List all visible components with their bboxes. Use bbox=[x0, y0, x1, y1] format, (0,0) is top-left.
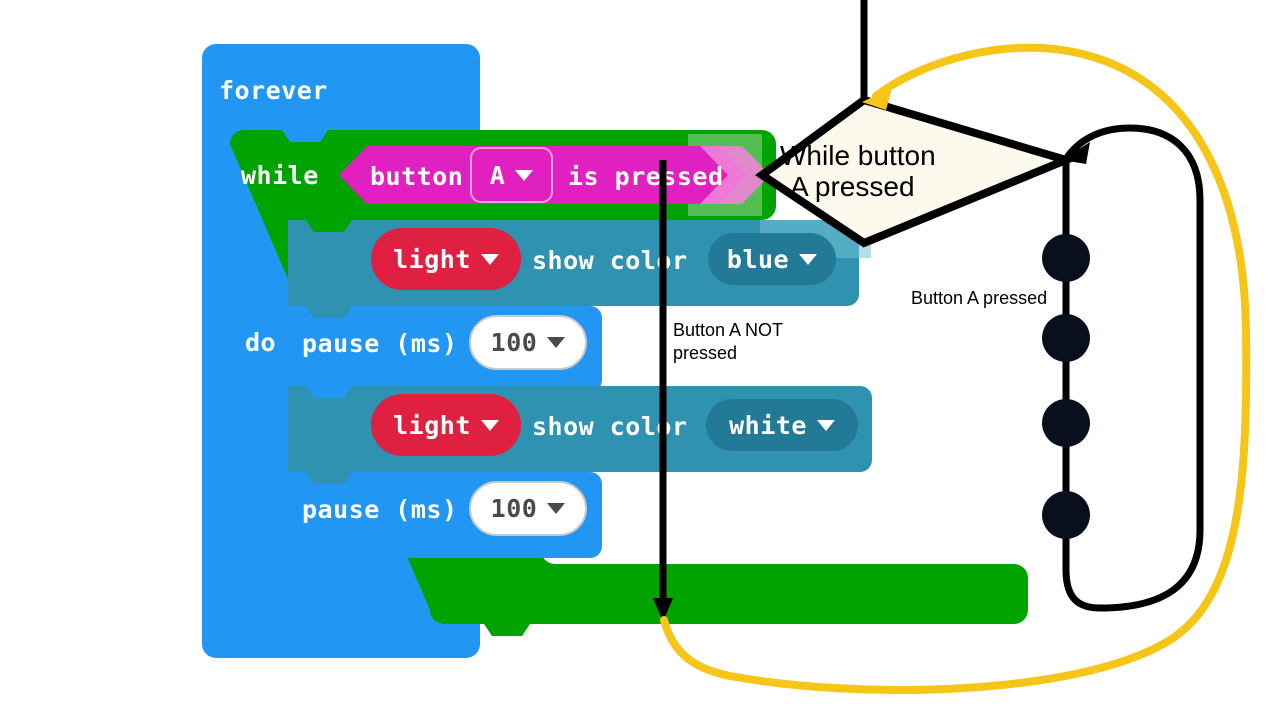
chevron-down-icon bbox=[480, 253, 499, 265]
light-dropdown-1[interactable] bbox=[371, 228, 521, 290]
light-dropdown-1-contents[interactable]: light bbox=[371, 228, 521, 290]
chevron-down-icon bbox=[547, 337, 566, 348]
chevron-down-icon bbox=[816, 419, 835, 431]
pause-value-field-2-contents[interactable]: 100 bbox=[470, 482, 586, 535]
chevron-down-icon bbox=[480, 419, 499, 431]
button-a-field[interactable] bbox=[470, 147, 553, 203]
pause-value-1: 100 bbox=[490, 328, 538, 357]
decision-label-line1: While button bbox=[780, 140, 936, 171]
true-branch-line bbox=[1062, 124, 1204, 612]
do-keyword-label: do bbox=[245, 328, 277, 357]
condition-suffix-label: is pressed bbox=[568, 162, 724, 191]
chevron-down-icon bbox=[799, 253, 818, 265]
process-dot bbox=[1042, 491, 1090, 539]
condition-prefix-label: button bbox=[370, 162, 464, 191]
light-dropdown-2-label: light bbox=[393, 410, 471, 440]
process-dot bbox=[1042, 399, 1090, 447]
blue-color-field[interactable] bbox=[708, 233, 836, 285]
pause-value-2: 100 bbox=[490, 494, 538, 523]
false-branch-arrowhead bbox=[653, 598, 673, 622]
pause-value-field-1[interactable] bbox=[469, 315, 587, 370]
chevron-down-icon bbox=[547, 503, 566, 514]
decision-diamond bbox=[755, 95, 1079, 248]
false-branch-label-line1: Button A NOT bbox=[673, 320, 784, 340]
process-dot bbox=[1042, 234, 1090, 282]
light-dropdown-2[interactable] bbox=[371, 394, 521, 456]
blue-color-value: blue bbox=[726, 244, 790, 274]
pause-value-field-1-contents[interactable]: 100 bbox=[470, 316, 586, 369]
decision-label-line2: A pressed bbox=[790, 171, 915, 202]
loop-back-arrowhead bbox=[862, 88, 892, 110]
button-a-is-pressed-block[interactable] bbox=[339, 146, 747, 204]
button-a-is-pressed-highlight bbox=[700, 146, 770, 204]
blue-color-field-contents[interactable]: blue bbox=[708, 233, 836, 285]
process-dot bbox=[1042, 314, 1090, 362]
button-a-value: A bbox=[489, 160, 506, 190]
true-branch-return-arrowhead bbox=[1062, 142, 1090, 164]
pause-value-field-2[interactable] bbox=[469, 481, 587, 536]
button-a-field-contents[interactable]: A bbox=[471, 148, 552, 202]
while-keyword-label: while bbox=[241, 161, 319, 190]
true-branch-label: Button A pressed bbox=[911, 288, 1048, 308]
forever-label: forever bbox=[219, 76, 328, 105]
white-color-value: white bbox=[729, 410, 807, 440]
light-dropdown-2-contents[interactable]: light bbox=[371, 394, 521, 456]
light-dropdown-1-label: light bbox=[393, 244, 471, 274]
white-color-field-contents[interactable]: white bbox=[706, 399, 858, 451]
loop-back-arrow bbox=[660, 43, 1251, 694]
chevron-down-icon bbox=[515, 169, 534, 181]
white-color-field[interactable] bbox=[706, 399, 858, 451]
pause-label-1: pause (ms) bbox=[302, 329, 458, 358]
pause-label-2: pause (ms) bbox=[302, 495, 458, 524]
false-branch-label-line2: pressed bbox=[673, 343, 738, 363]
